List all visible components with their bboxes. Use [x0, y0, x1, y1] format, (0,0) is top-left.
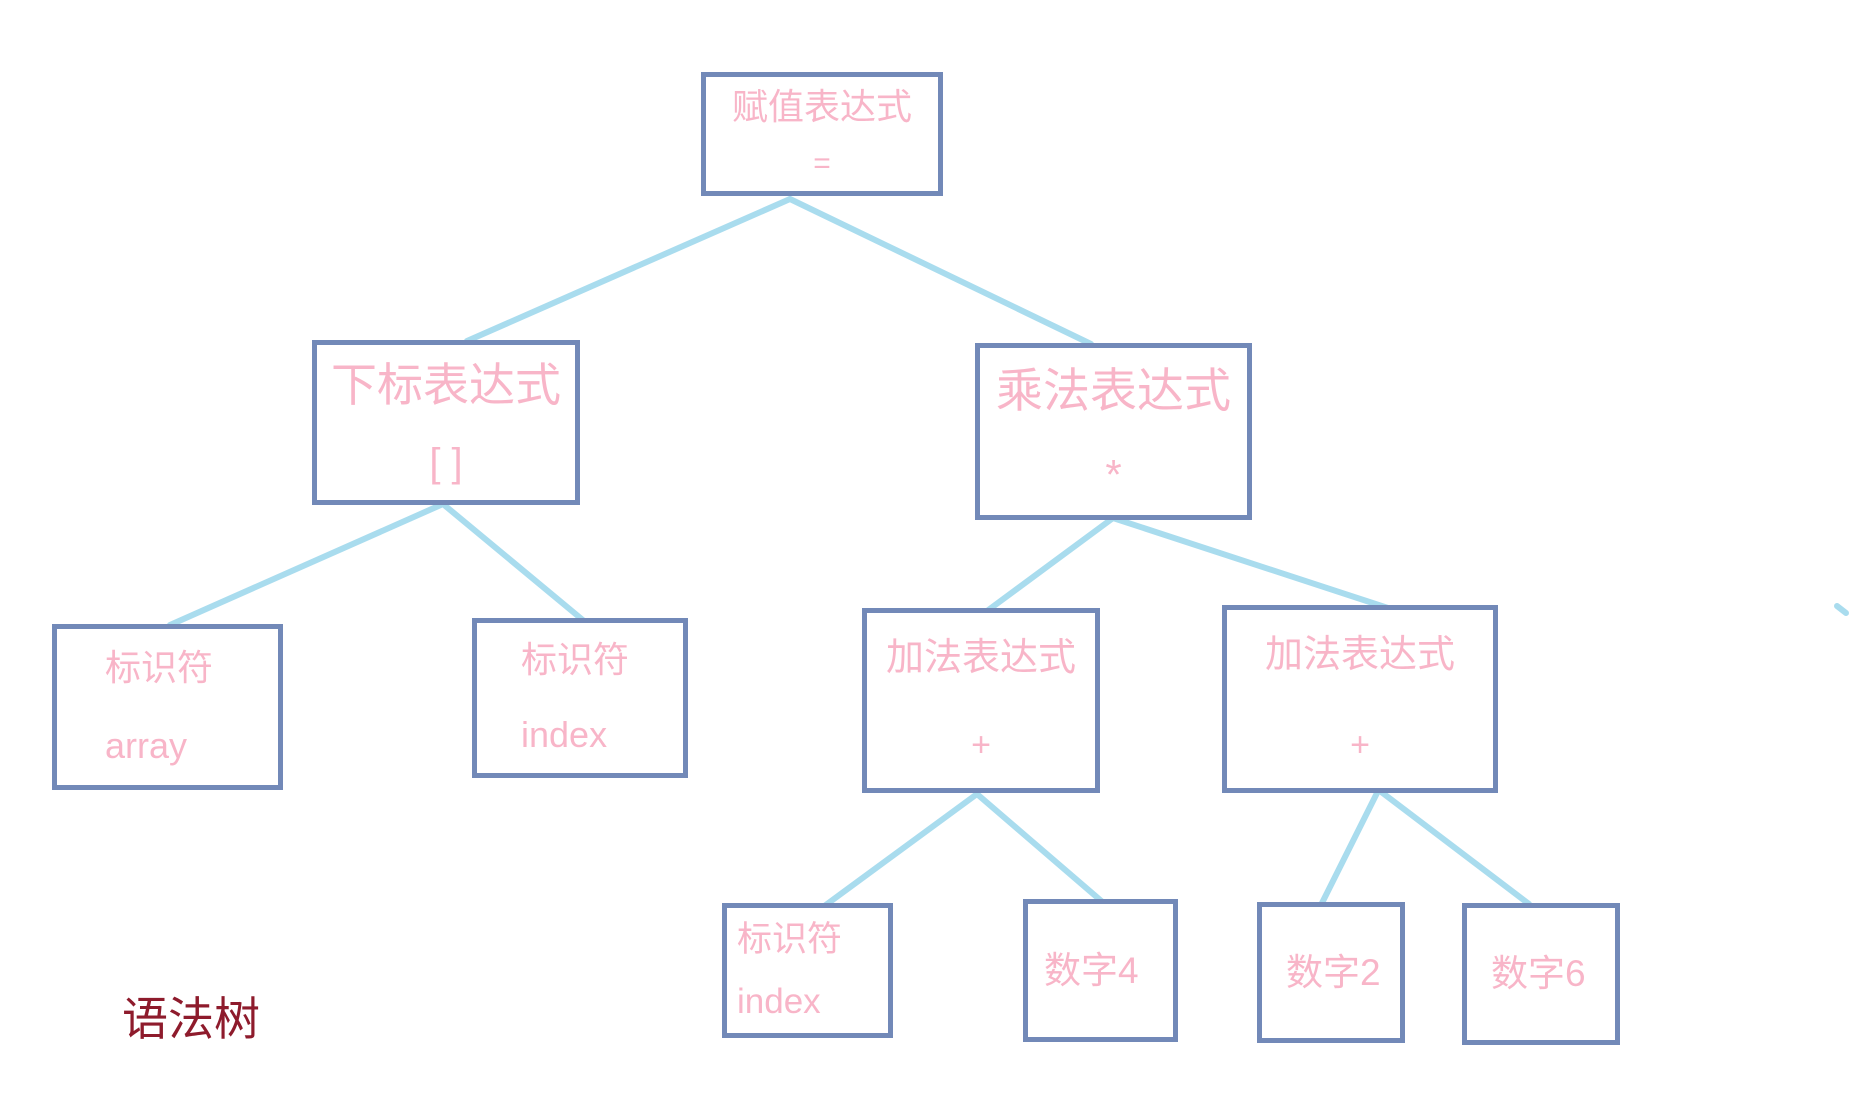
node-operator: = [813, 147, 831, 181]
node-title: 数字2 [1286, 951, 1381, 993]
node-title: 数字6 [1491, 953, 1586, 995]
node-operator: + [971, 726, 991, 765]
node-assignment-expression: 赋值表达式 = [701, 72, 943, 196]
node-identifier-index-leaf: 标识符 index [722, 903, 893, 1038]
node-title: 乘法表达式 [996, 363, 1231, 417]
node-value: index [737, 982, 821, 1022]
node-subscript-expression: 下标表达式 [ ] [312, 340, 580, 505]
edge-assignment-to-subscript [464, 196, 793, 344]
node-title: 标识符 [105, 646, 214, 688]
stray-mark [1834, 603, 1849, 616]
edge-add-right-to-number6 [1377, 788, 1532, 907]
node-title: 赋值表达式 [731, 86, 912, 128]
edge-add-left-to-index [820, 791, 980, 910]
edge-multiplication-to-add-right [1110, 515, 1394, 612]
diagram-caption: 语法树 [122, 993, 260, 1045]
node-title: 标识符 [737, 919, 843, 959]
edge-subscript-to-index [440, 501, 587, 624]
node-operator: [ ] [429, 440, 463, 485]
node-value: index [521, 714, 608, 756]
node-operator: + [1350, 725, 1370, 764]
node-identifier-index: 标识符 index [472, 618, 688, 778]
edge-multiplication-to-add-left [984, 515, 1116, 614]
node-multiplication-expression: 乘法表达式 * [975, 343, 1252, 520]
node-title: 下标表达式 [331, 358, 561, 411]
node-number-4: 数字4 [1023, 899, 1178, 1042]
node-value: array [105, 724, 188, 766]
node-identifier-array: 标识符 array [52, 624, 283, 790]
edge-add-right-to-number2 [1319, 788, 1381, 906]
node-number-2: 数字2 [1257, 902, 1405, 1043]
edge-add-left-to-number4 [974, 791, 1109, 908]
node-title: 加法表达式 [885, 636, 1076, 679]
node-title: 数字4 [1044, 949, 1139, 991]
edge-assignment-to-multiplication [787, 196, 1094, 347]
node-title: 加法表达式 [1264, 634, 1455, 677]
node-addition-expression-right: 加法表达式 + [1222, 605, 1498, 793]
node-title: 标识符 [521, 639, 630, 681]
edge-subscript-to-array [167, 501, 446, 628]
node-addition-expression-left: 加法表达式 + [862, 608, 1100, 793]
node-number-6: 数字6 [1462, 903, 1620, 1045]
node-operator: * [1105, 451, 1122, 499]
